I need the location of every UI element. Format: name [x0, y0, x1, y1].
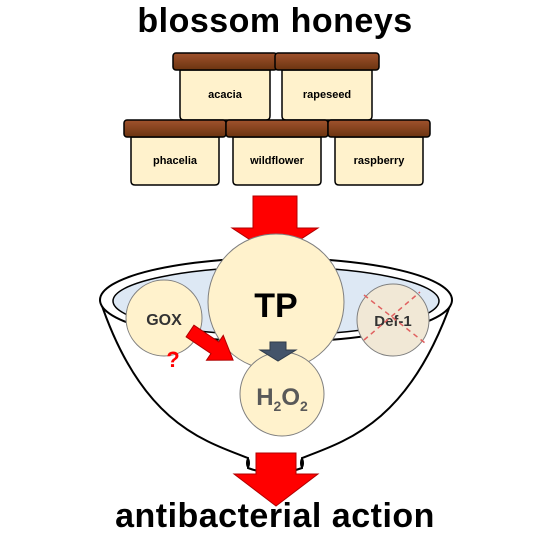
gox-circle: GOX: [125, 279, 203, 357]
h2o2-circle: H2O2: [239, 351, 325, 437]
jar-label-rapeseed: rapeseed: [303, 89, 351, 101]
h2o2-label: H2O2: [256, 384, 308, 414]
def1-circle: Def-1: [356, 283, 430, 357]
tp-to-h2o2-arrow: [258, 341, 298, 362]
jar-wildflower: wildflower: [225, 119, 329, 186]
jar-label-phacelia: phacelia: [153, 155, 198, 167]
question-mark: ?: [166, 347, 179, 372]
jar-label-acacia: acacia: [208, 89, 243, 101]
gox-label: GOX: [146, 312, 182, 329]
jar-label-raspberry: raspberry: [354, 155, 406, 167]
jar-label-wildflower: wildflower: [249, 155, 305, 167]
jar-raspberry: raspberry: [327, 119, 431, 186]
jar-acacia: acacia: [172, 52, 278, 121]
cross-line-2: [363, 291, 421, 341]
cross-line-1: [363, 294, 426, 344]
gox-to-h2o2-arrow: [185, 324, 234, 361]
tp-circle: TP: [207, 233, 345, 371]
jar-phacelia: phacelia: [123, 119, 227, 186]
title-antibacterial-action: antibacterial action: [115, 497, 435, 535]
tp-label: TP: [254, 287, 297, 325]
down-arrow-bottom: [232, 452, 320, 507]
title-blossom-honeys: blossom honeys: [137, 2, 413, 40]
jar-rapeseed: rapeseed: [274, 52, 380, 121]
